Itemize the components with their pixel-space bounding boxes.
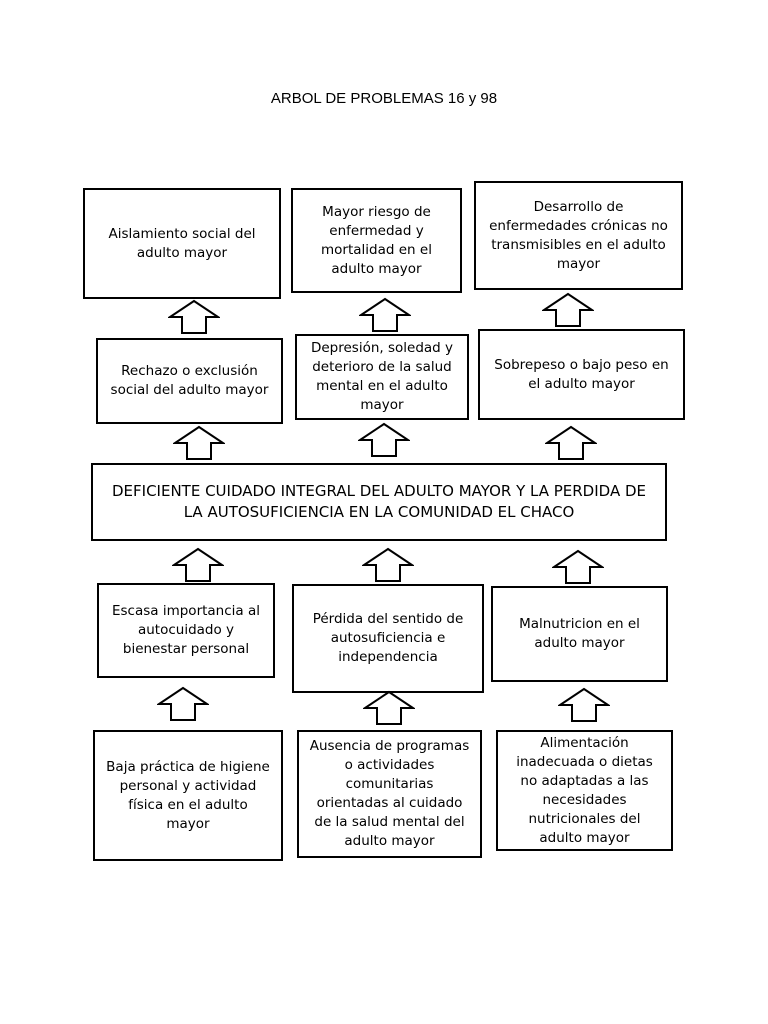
up-arrow-icon bbox=[552, 549, 604, 585]
up-arrow-icon bbox=[362, 547, 414, 583]
effect-direct-box-3: Sobrepeso o bajo peso en el adulto mayor bbox=[478, 329, 685, 420]
cause-direct-box-2: Pérdida del sentido de autosuficiencia e… bbox=[292, 584, 484, 693]
cause-root-box-3: Alimentación inadecuada o dietas no adap… bbox=[496, 730, 673, 851]
up-arrow-icon bbox=[542, 292, 594, 328]
up-arrow-icon bbox=[545, 425, 597, 461]
up-arrow-icon bbox=[157, 686, 209, 722]
central-problem-box: DEFICIENTE CUIDADO INTEGRAL DEL ADULTO M… bbox=[91, 463, 667, 541]
effect-top-box-2: Mayor riesgo de enfermedad y mortalidad … bbox=[291, 188, 462, 293]
up-arrow-icon bbox=[359, 297, 411, 333]
effect-top-box-1: Aislamiento social del adulto mayor bbox=[83, 188, 281, 299]
up-arrow-icon bbox=[168, 299, 220, 335]
effect-top-box-3: Desarrollo de enfermedades crónicas no t… bbox=[474, 181, 683, 290]
cause-direct-box-3: Malnutricion en el adulto mayor bbox=[491, 586, 668, 682]
cause-direct-box-1: Escasa importancia al autocuidado y bien… bbox=[97, 583, 275, 678]
up-arrow-icon bbox=[558, 687, 610, 723]
up-arrow-icon bbox=[173, 425, 225, 461]
effect-direct-box-2: Depresión, soledad y deterioro de la sal… bbox=[295, 334, 469, 420]
effect-direct-box-1: Rechazo o exclusión social del adulto ma… bbox=[96, 338, 283, 424]
diagram-title: ARBOL DE PROBLEMAS 16 y 98 bbox=[270, 90, 498, 107]
up-arrow-icon bbox=[358, 422, 410, 458]
up-arrow-icon bbox=[172, 547, 224, 583]
cause-root-box-2: Ausencia de programas o actividades comu… bbox=[297, 730, 482, 858]
cause-root-box-1: Baja práctica de higiene personal y acti… bbox=[93, 730, 283, 861]
up-arrow-icon bbox=[363, 690, 415, 726]
